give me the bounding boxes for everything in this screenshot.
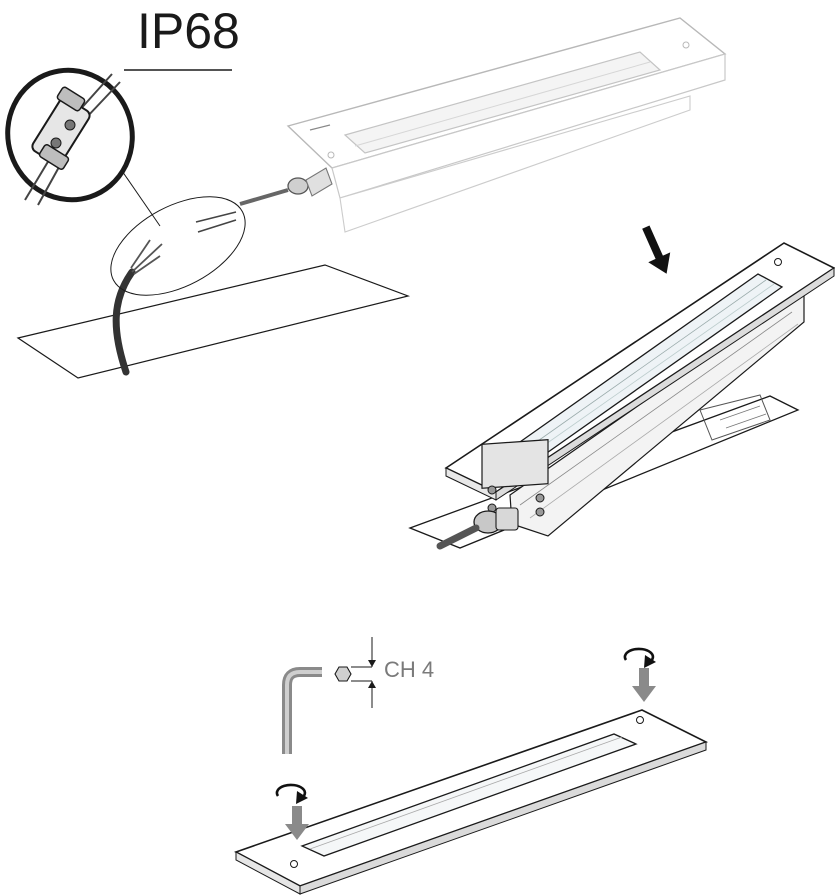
cover-screw	[636, 716, 644, 724]
cable-wires	[130, 239, 163, 275]
power-cable	[112, 268, 136, 376]
hex-nut-icon	[334, 666, 352, 682]
insert-arrow-icon	[642, 225, 671, 274]
step-1-cable-connection: IP68	[5, 3, 727, 379]
hex-key-size-label: CH 4	[384, 657, 434, 682]
dimension-arrow-icon	[368, 660, 376, 667]
zoom-ellipse	[110, 196, 246, 296]
frame-screw	[774, 258, 782, 266]
tighten-arrow-right-icon	[623, 647, 656, 702]
ip68-label: IP68	[137, 3, 240, 59]
detail-leader-line	[119, 167, 161, 227]
tighten-arrow-left-icon	[275, 783, 309, 840]
hex-key-icon	[282, 667, 322, 754]
step-2-insertion	[408, 225, 835, 550]
cover-screw	[290, 860, 298, 868]
step-3-fastening: CH 4	[234, 637, 709, 895]
fixture-wires	[195, 211, 237, 233]
ground-slab	[16, 264, 411, 379]
fixture-faded	[239, 17, 727, 233]
connector-detail	[5, 67, 135, 206]
dimension-arrow-icon	[368, 681, 376, 688]
cover-lens	[300, 733, 638, 857]
fixture-cable	[436, 524, 480, 550]
